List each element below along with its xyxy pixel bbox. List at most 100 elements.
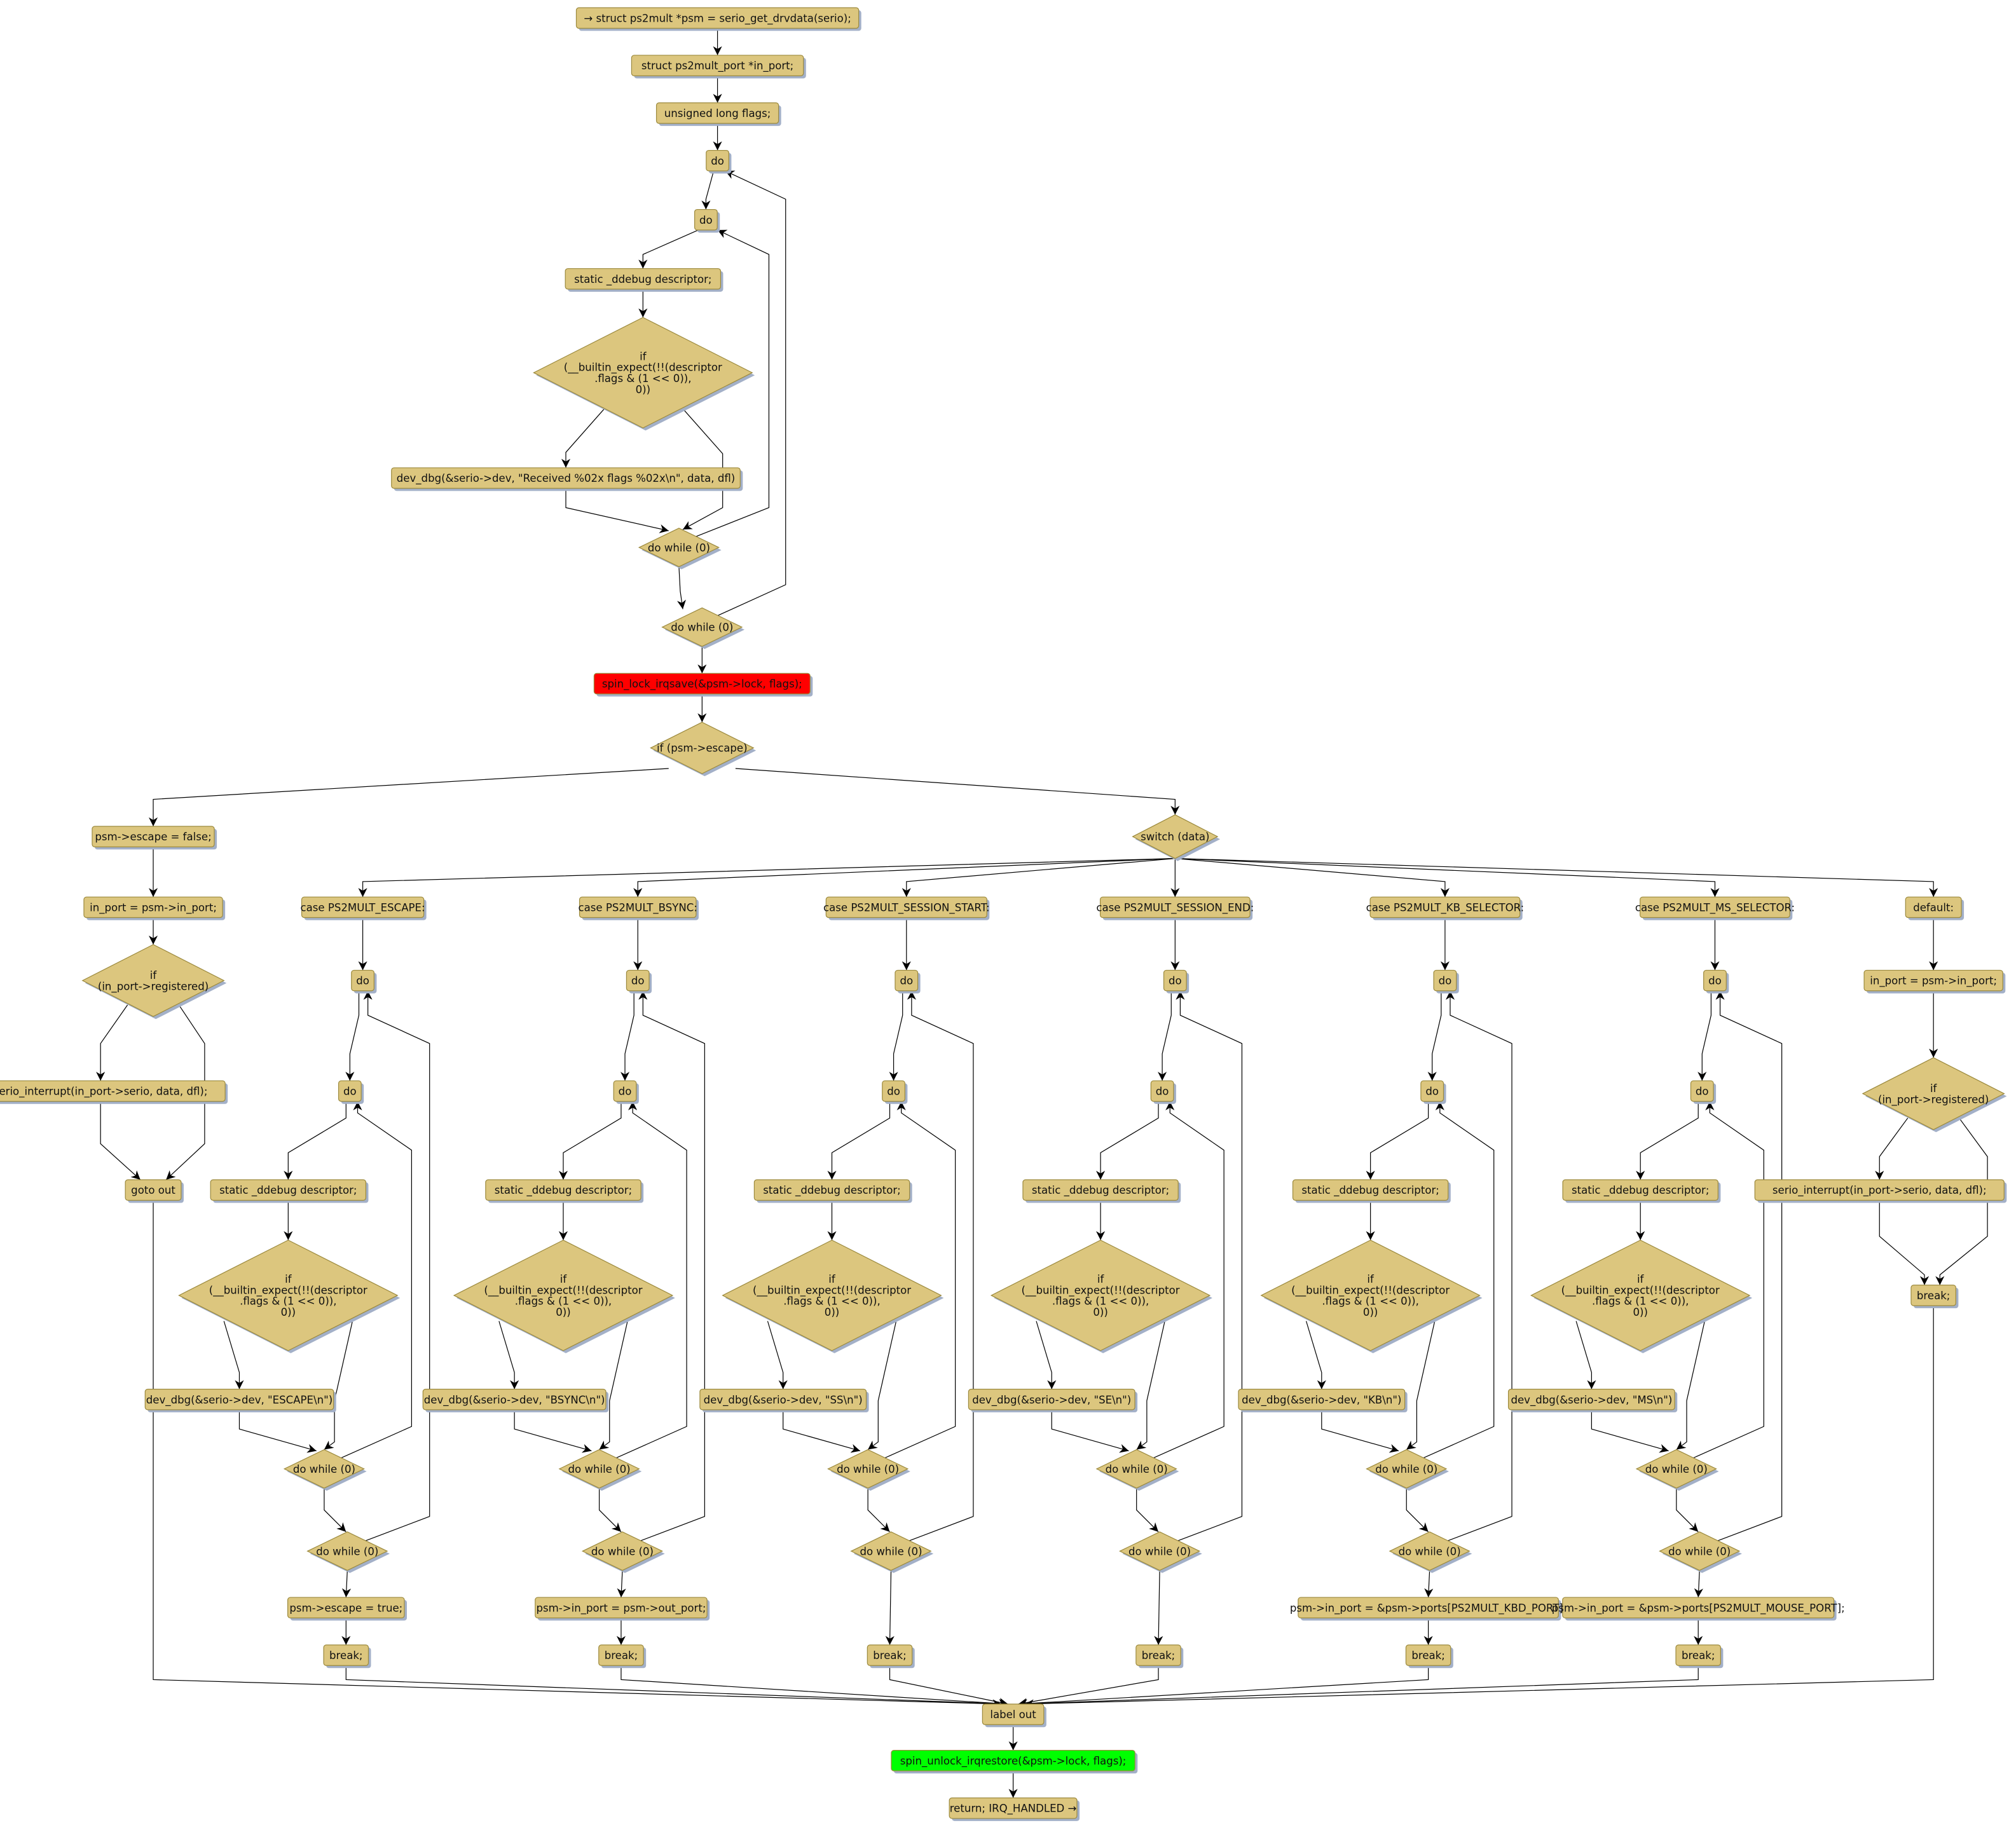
case-1-do-while-inner-decision[interactable]: do while (0) (558, 1449, 642, 1491)
decl-in-port-node[interactable]: struct ps2mult_port *in_port; (631, 55, 806, 79)
case-1-if-debug-decision[interactable]: if(__builtin_expect(!!(descriptor.flags … (453, 1239, 675, 1353)
case-0-if-debug-decision[interactable]: if(__builtin_expect(!!(descriptor.flags … (178, 1239, 401, 1353)
default-break-node[interactable]: break; (1910, 1285, 1959, 1309)
case-0-static-desc-node[interactable]: static _ddebug descriptor; (210, 1179, 369, 1203)
do-while-inner-decision[interactable]: do while (0) (638, 528, 722, 570)
case-5-break-node[interactable]: break; (1675, 1644, 1724, 1669)
case-2-if-debug-decision[interactable]: if(__builtin_expect(!!(descriptor.flags … (722, 1239, 944, 1353)
case-0-assign-node[interactable]: psm->escape = true; (287, 1597, 408, 1621)
static-desc-node-label: static _ddebug descriptor; (574, 273, 711, 286)
spin-unlock-node[interactable]: spin_unlock_irqrestore(&psm->lock, flags… (891, 1750, 1138, 1774)
case-2-do-outer-node[interactable]: do (895, 969, 921, 994)
case-0-do-while-outer-decision[interactable]: do while (0) (306, 1531, 390, 1573)
case-4-dev-dbg-node[interactable]: dev_dbg(&serio->dev, "KB\n") (1238, 1388, 1408, 1412)
case-0-do-inner-node[interactable]: do (338, 1080, 364, 1104)
case-3-do-inner-node[interactable]: do (1150, 1080, 1176, 1104)
case-3-if-debug-decision[interactable]: if(__builtin_expect(!!(descriptor.flags … (990, 1239, 1212, 1353)
case-4-do-outer-node[interactable]: do (1433, 969, 1459, 994)
case-0-do-outer-node[interactable]: do (351, 969, 377, 994)
default-label-node[interactable]: default: (1905, 896, 1965, 920)
default-in-port-node[interactable]: in_port = psm->in_port; (1863, 969, 2006, 994)
case-4-assign-node[interactable]: psm->in_port = &psm->ports[PS2MULT_KBD_P… (1290, 1597, 1567, 1621)
case-4-do-inner-node[interactable]: do (1420, 1080, 1446, 1104)
case-3-do-outer-node[interactable]: do (1163, 969, 1190, 994)
case-2-dev-dbg-node[interactable]: dev_dbg(&serio->dev, "SS\n") (699, 1388, 869, 1412)
do-inner-node[interactable]: do (694, 208, 720, 233)
edge-arrow (1175, 857, 1450, 898)
case-4-do-outer-node-label: do (1439, 975, 1452, 987)
case-4-label-node[interactable]: case PS2MULT_KB_SELECTOR: (1366, 896, 1525, 920)
case-2-break-node[interactable]: break; (867, 1644, 915, 1669)
case-0-break-node-label: break; (329, 1649, 362, 1662)
case-1-static-desc-node[interactable]: static _ddebug descriptor; (485, 1179, 644, 1203)
if-debug-decision-label: .flags & (1 << 0)), (594, 372, 691, 385)
edge-arrow (701, 170, 715, 210)
case-5-do-while-inner-decision[interactable]: do while (0) (1635, 1449, 1719, 1491)
case-3-do-while-inner-decision[interactable]: do while (0) (1095, 1449, 1179, 1491)
case-3-do-while-outer-decision[interactable]: do while (0) (1119, 1531, 1202, 1573)
return-node[interactable]: return; IRQ_HANDLED → (949, 1797, 1080, 1821)
default-serio-interrupt-node[interactable]: serio_interrupt(in_port->serio, data, df… (1754, 1179, 2007, 1203)
do-outer-node[interactable]: do (706, 149, 732, 174)
case-4-break-node[interactable]: break; (1405, 1644, 1453, 1669)
case-2-static-desc-node[interactable]: static _ddebug descriptor; (753, 1179, 912, 1203)
case-1-assign-node[interactable]: psm->in_port = psm->out_port; (535, 1597, 710, 1621)
case-4-if-debug-decision[interactable]: if(__builtin_expect(!!(descriptor.flags … (1260, 1239, 1483, 1353)
dev-dbg-received-node[interactable]: dev_dbg(&serio->dev, "Received %02x flag… (391, 467, 743, 491)
case-4-do-while-outer-decision[interactable]: do while (0) (1389, 1531, 1472, 1573)
static-desc-node[interactable]: static _ddebug descriptor; (565, 268, 723, 292)
case-0-do-while-inner-decision[interactable]: do while (0) (283, 1449, 367, 1491)
case-1-do-while-outer-decision[interactable]: do while (0) (581, 1531, 665, 1573)
if-debug-decision[interactable]: if(__builtin_expect(!!(descriptor.flags … (533, 317, 755, 431)
case-4-break-node-label: break; (1411, 1649, 1444, 1662)
case-5-dev-dbg-node[interactable]: dev_dbg(&serio->dev, "MS\n") (1507, 1388, 1678, 1412)
edge-arrow (715, 170, 786, 618)
case-1-label-node[interactable]: case PS2MULT_BSYNC: (579, 896, 699, 920)
case-4-do-while-inner-decision[interactable]: do while (0) (1366, 1449, 1449, 1491)
case-2-do-inner-node[interactable]: do (882, 1080, 908, 1104)
escape-in-port-node[interactable]: in_port = psm->in_port; (83, 896, 226, 920)
case-1-do-inner-node[interactable]: do (613, 1080, 639, 1104)
spin-lock-node[interactable]: spin_lock_irqsave(&psm->lock, flags); (593, 673, 813, 697)
entry-node[interactable]: → struct ps2mult *psm = serio_get_drvdat… (575, 7, 861, 31)
case-0-do-outer-node-label: do (356, 975, 369, 987)
case-5-do-inner-node[interactable]: do (1690, 1080, 1717, 1104)
case-4-static-desc-node[interactable]: static _ddebug descriptor; (1292, 1179, 1451, 1203)
escape-if-registered-decision[interactable]: if(in_port->registered) (81, 944, 227, 1020)
case-0-break-node[interactable]: break; (323, 1644, 371, 1669)
goto-out-node[interactable]: goto out (125, 1179, 184, 1203)
do-while-outer-decision[interactable]: do while (0) (661, 607, 745, 649)
edge-arrow (1018, 1665, 1429, 1709)
case-3-label-node[interactable]: case PS2MULT_SESSION_END: (1096, 896, 1254, 920)
case-2-do-while-outer-decision[interactable]: do while (0) (850, 1531, 934, 1573)
escape-false-node[interactable]: psm->escape = false; (92, 826, 217, 850)
switch-data-decision[interactable]: switch (data) (1132, 814, 1221, 861)
case-1-break-node[interactable]: break; (598, 1644, 647, 1669)
case-5-assign-node[interactable]: psm->in_port = &psm->ports[PS2MULT_MOUSE… (1552, 1597, 1845, 1621)
case-1-dev-dbg-node[interactable]: dev_dbg(&serio->dev, "BSYNC\n") (422, 1388, 609, 1412)
edge-arrow (621, 1665, 1008, 1709)
case-3-break-node[interactable]: break; (1135, 1644, 1184, 1669)
edge-arrow (1176, 990, 1243, 1541)
decl-flags-node[interactable]: unsigned long flags; (655, 102, 781, 126)
case-0-label-node[interactable]: case PS2MULT_ESCAPE: (301, 896, 427, 920)
default-if-registered-decision[interactable]: if(in_port->registered) (1862, 1057, 2007, 1133)
edge-arrow (1697, 990, 1712, 1081)
edge-arrow (223, 1321, 244, 1390)
case-5-do-outer-node[interactable]: do (1703, 969, 1729, 994)
edge-arrow (867, 1488, 890, 1533)
escape-serio-interrupt-node[interactable]: serio_interrupt(in_port->serio, data, df… (0, 1080, 228, 1104)
case-2-do-while-inner-decision[interactable]: do while (0) (827, 1449, 910, 1491)
if-escape-decision[interactable]: if (psm->escape) (650, 721, 757, 777)
case-3-dev-dbg-node[interactable]: dev_dbg(&serio->dev, "SE\n") (968, 1388, 1138, 1412)
case-2-label-node[interactable]: case PS2MULT_SESSION_START: (823, 896, 990, 920)
case-5-label-node[interactable]: case PS2MULT_MS_SELECTOR: (1635, 896, 1795, 920)
case-0-dev-dbg-node[interactable]: dev_dbg(&serio->dev, "ESCAPE\n") (144, 1388, 336, 1412)
case-5-if-debug-decision[interactable]: if(__builtin_expect(!!(descriptor.flags … (1530, 1239, 1753, 1353)
case-5-do-while-outer-decision[interactable]: do while (0) (1659, 1531, 1742, 1573)
case-4-if-debug-decision-label: 0)) (1363, 1306, 1378, 1318)
case-5-static-desc-node[interactable]: static _ddebug descriptor; (1562, 1179, 1721, 1203)
label-out-node[interactable]: label out (982, 1704, 1046, 1728)
case-1-do-outer-node[interactable]: do (626, 969, 652, 994)
case-3-static-desc-node[interactable]: static _ddebug descriptor; (1022, 1179, 1181, 1203)
